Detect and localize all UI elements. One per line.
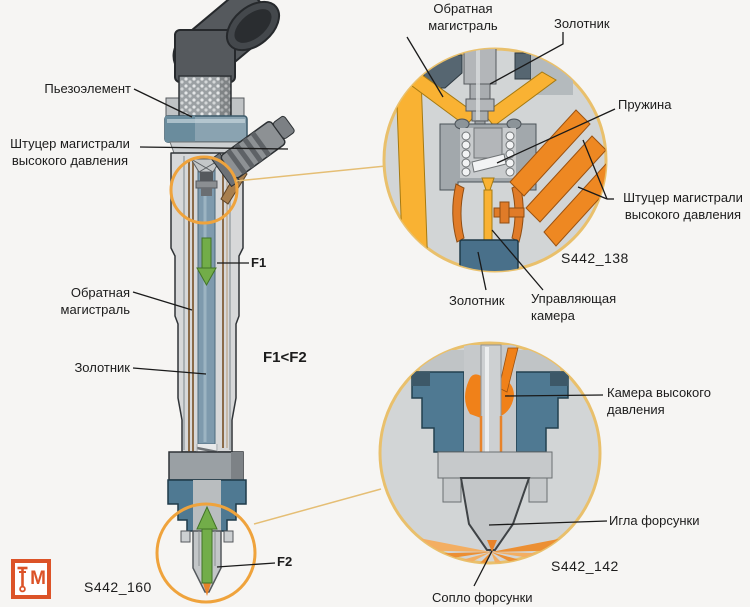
control-chamber-channel <box>481 177 495 241</box>
publisher-logo: М <box>11 559 51 599</box>
label-formula: F1<F2 <box>263 349 307 366</box>
f2-arrow <box>196 505 218 584</box>
callout-leader-top <box>235 165 387 182</box>
label-hp-fitting-right: Штуцер магистрали высокого давления <box>623 190 743 222</box>
hp-line-stripes <box>509 109 606 247</box>
label-spring: Пружина <box>618 97 672 112</box>
main-injector-figure <box>132 0 387 604</box>
return-channel-yellow <box>394 49 429 271</box>
caption-s442-138: S442_138 <box>561 250 629 266</box>
spool-rod <box>197 157 216 445</box>
logo-letter: М <box>30 568 46 589</box>
label-f1: F1 <box>251 255 267 270</box>
label-spool-bottom: Золотник <box>449 293 505 308</box>
valve-callout-leaders <box>406 32 616 291</box>
label-piezo-element: Пьезоэлемент <box>44 81 131 96</box>
highlight-circle-nozzle <box>155 502 257 604</box>
nozzle-callout-leaders <box>473 394 608 587</box>
hp-chamber <box>465 347 519 418</box>
nozzle-orifice <box>487 540 497 552</box>
label-return-line-left: Обратная магистраль <box>60 285 130 317</box>
valve-callout-figure <box>382 32 616 291</box>
main-label-leaders <box>132 88 289 568</box>
label-f2: F2 <box>277 554 293 569</box>
label-hp-chamber: Камера высокого давления <box>607 385 711 417</box>
caption-s442-142: S442_142 <box>551 558 619 574</box>
valve-housing <box>439 118 537 191</box>
spring <box>461 131 515 177</box>
label-spool-top: Золотник <box>554 16 610 31</box>
label-nozzle: Сопло форсунки <box>432 590 533 605</box>
caption-s442-160: S442_160 <box>84 579 152 595</box>
label-return-line-top: Обратная магистраль <box>428 1 498 33</box>
hp-fitting <box>210 115 295 188</box>
nozzle-nut <box>437 451 553 551</box>
label-hp-fitting-left: Штуцер магистрали высокого давления <box>10 136 130 168</box>
f1-arrow <box>196 237 217 287</box>
return-line-channel <box>188 160 228 452</box>
piston-icon <box>17 566 28 593</box>
retaining-ring <box>164 115 248 143</box>
label-control-chamber: Управляющая камера <box>531 291 617 323</box>
orange-seals <box>452 183 525 243</box>
label-needle: Игла форсунки <box>609 513 700 528</box>
label-spool-left: Золотник <box>74 360 130 375</box>
nozzle-callout-figure <box>378 341 608 587</box>
spool-lower-block <box>459 239 519 271</box>
highlight-circle-valve <box>169 155 239 225</box>
callout-leader-bottom <box>253 488 382 525</box>
